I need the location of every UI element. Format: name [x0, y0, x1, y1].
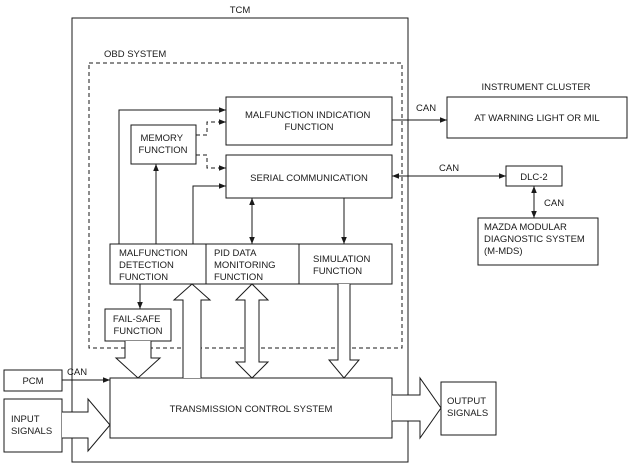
input-signals-label: INPUT SIGNALS	[11, 414, 52, 437]
simulation-box	[298, 243, 393, 285]
memory-function-line-2: FUNCTION	[138, 145, 187, 156]
transmission-control-label: TRANSMISSION CONTROL SYSTEM	[170, 404, 333, 415]
input-signals-line-2: SIGNALS	[11, 426, 52, 437]
obd-system-box	[88, 62, 403, 349]
tcm-label: TCM	[230, 5, 251, 16]
malfunction-indication-line-2: FUNCTION	[284, 122, 333, 133]
serial-communication-label: SERIAL COMMUNICATION	[250, 173, 368, 184]
memory-function-box	[130, 124, 197, 165]
obd-system-label: OBD SYSTEM	[104, 49, 166, 60]
warning-light-box	[446, 96, 628, 139]
fail-safe-line-2: FUNCTION	[113, 326, 162, 337]
fat-arrow-input-to-tcs	[62, 397, 111, 453]
mds-label: MAZDA MODULAR DIAGNOSTIC SYSTEM (M-MDS)	[484, 222, 587, 257]
output-signals-box	[440, 381, 497, 436]
malfunction-indication-label: MALFUNCTION INDICATION FUNCTION	[245, 110, 373, 133]
fat-arrow-failsafe-to-tcs	[114, 341, 162, 379]
pcm-label: PCM	[22, 376, 43, 387]
malfunction-detection-line-2: DETECTION	[119, 260, 174, 271]
simulation-line-2: FUNCTION	[313, 266, 362, 277]
fail-safe-label: FAIL-SAFE FUNCTION	[113, 314, 163, 337]
warning-light-label: AT WARNING LIGHT OR MIL	[474, 113, 599, 124]
fat-arrow-tcs-to-detection	[172, 283, 212, 378]
fail-safe-line-1: FAIL-SAFE	[113, 314, 161, 325]
mds-box	[477, 217, 599, 266]
arrow-memory-to-serial	[196, 154, 226, 171]
can-mds-label: CAN	[544, 198, 564, 209]
pid-monitoring-line-1: PID DATA	[214, 248, 257, 259]
input-signals-box	[3, 398, 63, 453]
malfunction-indication-box	[225, 96, 393, 146]
fat-arrow-tcs-to-output	[392, 376, 442, 440]
simulation-label: SIMULATION FUNCTION	[313, 254, 373, 277]
dlc2-label: DLC-2	[520, 172, 547, 183]
simulation-line-1: SIMULATION	[313, 254, 370, 265]
output-signals-line-1: OUTPUT	[447, 396, 486, 407]
malfunction-indication-line-1: MALFUNCTION INDICATION	[245, 110, 371, 121]
can-dlc-label: CAN	[439, 163, 459, 174]
malfunction-detection-line-1: MALFUNCTION	[119, 248, 188, 259]
arrow-detection-to-indication	[118, 107, 226, 244]
malfunction-detection-box	[109, 243, 207, 285]
mds-line-1: MAZDA MODULAR	[484, 222, 567, 233]
instrument-cluster-label: INSTRUMENT CLUSTER	[481, 82, 590, 93]
output-signals-label: OUTPUT SIGNALS	[447, 396, 489, 419]
memory-function-label: MEMORY FUNCTION	[138, 133, 187, 156]
arrow-detection-to-serial	[192, 183, 226, 244]
malfunction-detection-line-3: FUNCTION	[119, 272, 168, 283]
output-signals-line-2: SIGNALS	[447, 408, 488, 419]
arrow-memory-to-indication	[196, 119, 226, 136]
transmission-control-box	[109, 377, 393, 439]
pid-monitoring-line-2: MONITORING	[214, 260, 276, 271]
fail-safe-box	[104, 308, 172, 342]
pid-monitoring-line-3: FUNCTION	[214, 272, 263, 283]
malfunction-detection-label: MALFUNCTION DETECTION FUNCTION	[119, 248, 190, 283]
mds-line-2: DIAGNOSTIC SYSTEM	[484, 234, 585, 245]
input-signals-line-1: INPUT	[11, 414, 40, 425]
memory-function-line-1: MEMORY	[140, 133, 183, 144]
fat-arrow-simulation-to-tcs	[327, 284, 361, 379]
mds-line-3: (M-MDS)	[484, 246, 523, 257]
pid-monitoring-label: PID DATA MONITORING FUNCTION	[214, 248, 278, 283]
can-cluster-label: CAN	[416, 103, 436, 114]
fat-arrow-pid-tcs	[234, 283, 270, 379]
can-pcm-label: CAN	[67, 367, 87, 378]
